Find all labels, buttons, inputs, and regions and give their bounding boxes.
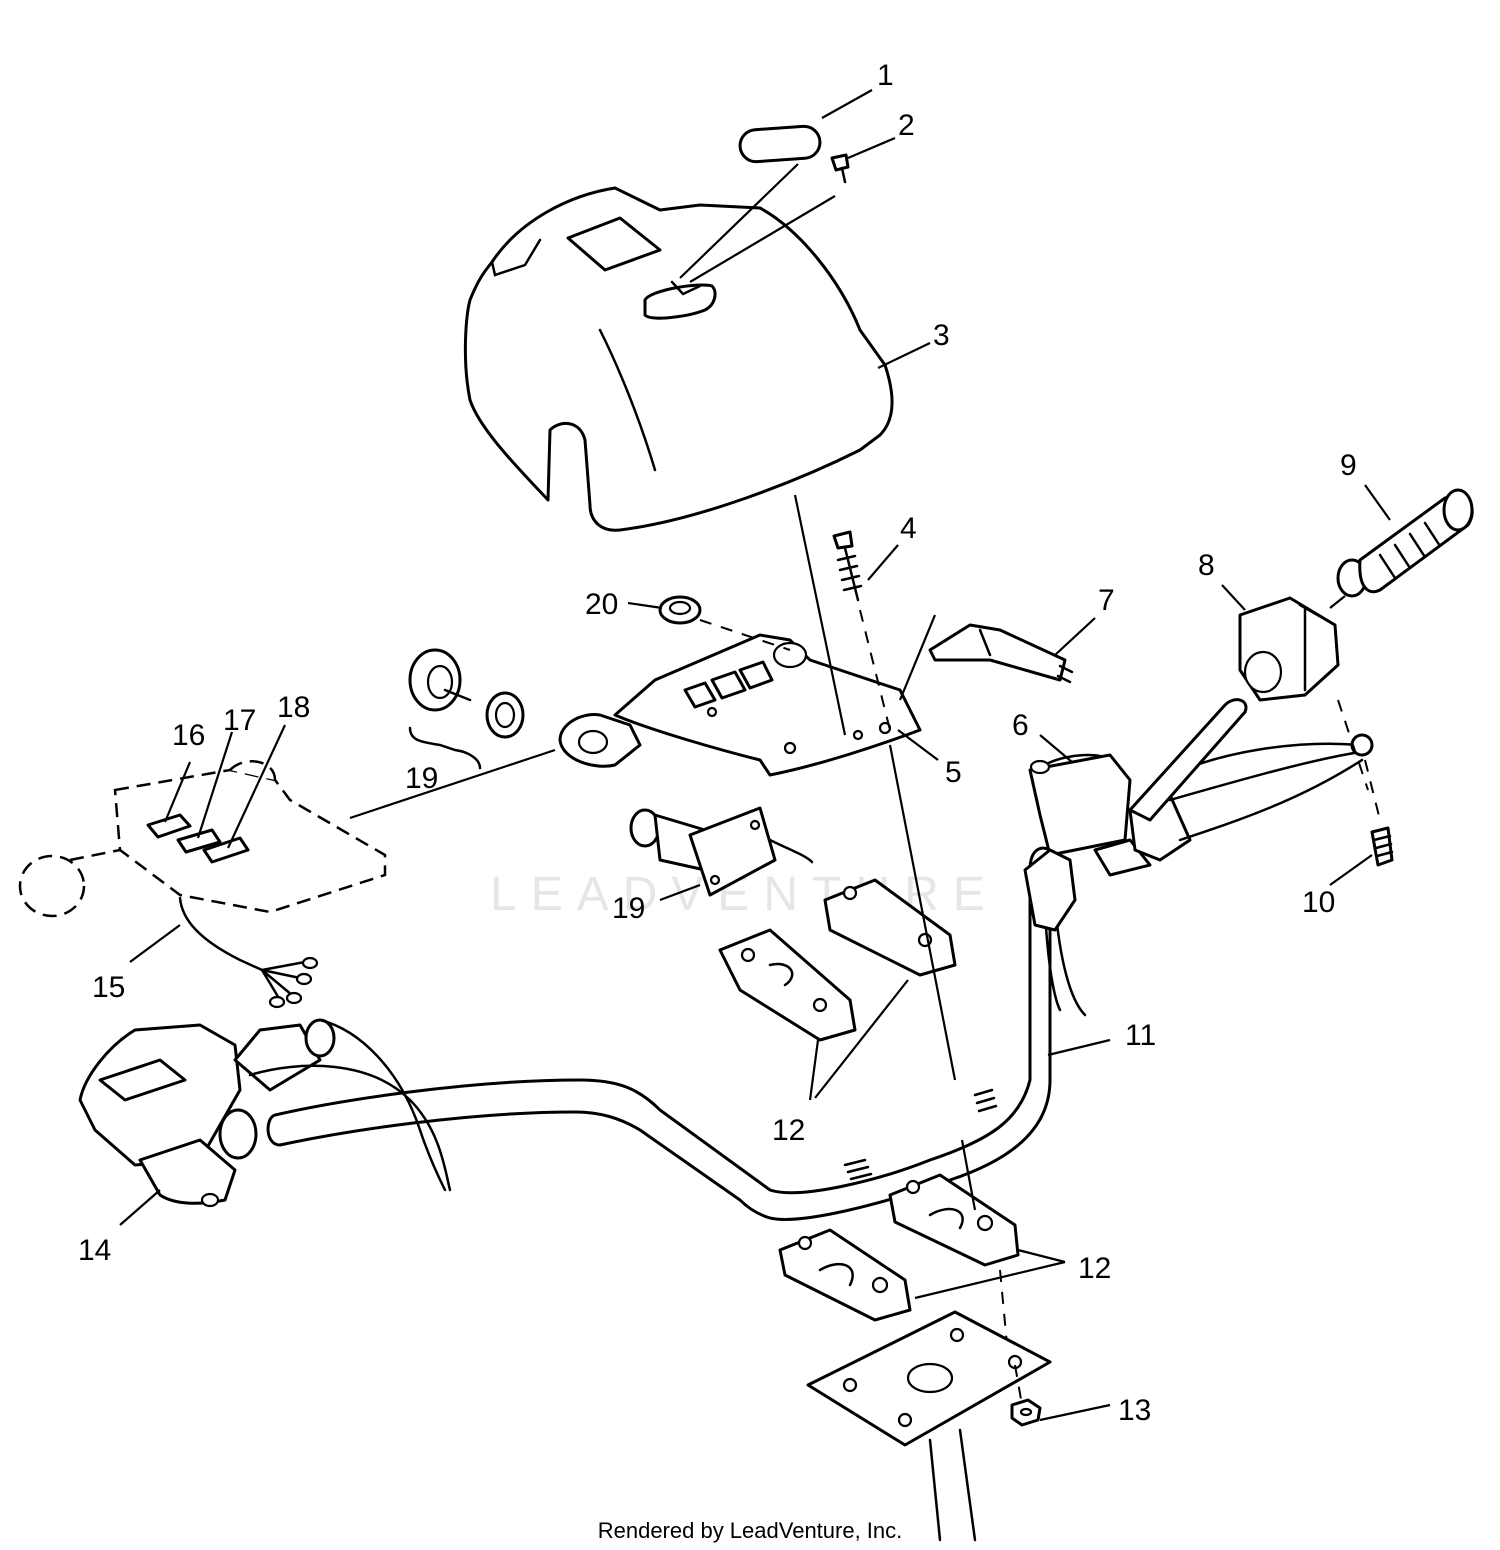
callout-19-upper: 19 [405,762,438,795]
leader-8 [1221,584,1246,611]
leader-1 [821,89,873,119]
guide-line-9 [1329,595,1346,609]
ignition-switch [629,806,814,897]
guide-line-10 [1337,699,1369,791]
leader-13 [1039,1403,1111,1422]
callout-12-upper: 12 [772,1114,805,1147]
right-switch-housing [1238,596,1340,702]
callout-2: 2 [898,109,915,142]
leader-19-lower [659,883,701,902]
guide-line-20 [699,619,791,651]
bracket-19-upper [408,726,482,770]
callout-3: 3 [933,319,950,352]
mounting-bracket [558,633,922,777]
callout-4: 4 [900,512,917,545]
leader-15 [129,924,181,963]
callout-18: 18 [277,691,310,724]
guide-line-7 [898,614,937,701]
guide-line-bracket-bar [888,744,957,1081]
clamp-upper-front [718,928,857,1042]
mounting-plate [806,1310,1052,1542]
callout-20: 20 [585,588,618,621]
brake-master-cylinder [1023,733,1374,932]
guide-line-bar-clamp [960,1139,977,1211]
clamp-lower-front [778,1228,912,1322]
callout-13: 13 [1118,1394,1151,1427]
callout-17: 17 [223,704,256,737]
dashed-switch-panel [18,760,387,918]
leader-1-to-cover [679,163,799,279]
leader-2-to-cover [689,195,836,283]
guide-line-cover-bracket [793,494,847,736]
bolt [832,530,863,602]
callout-1: 1 [877,59,894,92]
hand-grip [1336,488,1474,598]
throttle-tube [1128,698,1248,822]
leader-3 [877,342,931,369]
callout-7: 7 [1098,584,1115,617]
switch-connector [928,623,1074,684]
callout-9: 9 [1340,449,1357,482]
leader-16 [163,761,192,823]
guide-line-10b [1364,759,1381,821]
headlight-cover [463,186,894,532]
leader-10 [1329,854,1373,886]
leader-7 [1054,617,1096,656]
leader-9 [1364,484,1391,521]
switch-16 [146,813,192,839]
callout-5: 5 [945,756,962,789]
callout-10: 10 [1302,886,1335,919]
leader-11 [1047,1038,1111,1057]
clamp-lower-rear [888,1173,1020,1267]
leader-12-lower [914,1248,1066,1300]
guide-line-plate-nut [1014,1364,1023,1406]
switch-17 [176,828,222,854]
callout-15: 15 [92,971,125,1004]
leader-5 [897,729,939,761]
credit-footer: Rendered by LeadVenture, Inc. [597,1518,903,1543]
grommet [658,595,702,625]
leader-20 [627,601,663,610]
leader-12-upper [808,979,909,1101]
callout-12-lower: 12 [1078,1252,1111,1285]
callout-19-lower: 19 [612,892,645,925]
callout-11: 11 [1125,1019,1156,1052]
left-switch-housing [78,1018,452,1208]
nut [1010,1398,1042,1427]
lever-screw [1370,826,1394,867]
clamp-upper-rear [823,878,957,977]
callout-16: 16 [172,719,205,752]
switch-18 [202,836,250,864]
guide-line-panel [349,748,556,820]
wire-harness [178,896,319,1009]
leader-4 [867,544,899,581]
key-switch-upper [408,648,525,739]
callout-14: 14 [78,1234,111,1267]
callout-8: 8 [1198,549,1215,582]
leader-18 [227,724,286,849]
callout-6: 6 [1012,709,1029,742]
leader-17 [196,731,234,839]
leader-2 [847,136,896,160]
leader-14 [119,1189,161,1226]
small-screw [830,153,850,184]
lens-window [738,124,822,164]
leader-6 [1039,734,1073,763]
